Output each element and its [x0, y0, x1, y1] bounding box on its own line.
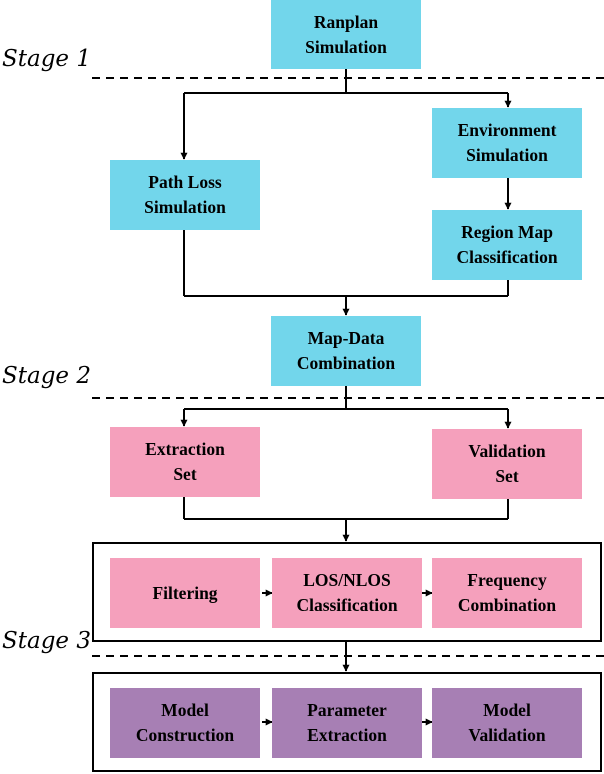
path-loss-simulation-label: Path Loss Simulation	[144, 172, 226, 217]
path-loss-simulation-box: Path Loss Simulation	[110, 160, 260, 230]
stage3-label: Stage 3	[2, 628, 91, 654]
model-validation-box: Model Validation	[432, 688, 582, 758]
environment-simulation-box: Environment Simulation	[432, 108, 582, 178]
extraction-set-box: Extraction Set	[110, 427, 260, 497]
extraction-set-label: Extraction Set	[145, 439, 225, 484]
environment-simulation-label: Environment Simulation	[457, 120, 557, 165]
frequency-combination-box: Frequency Combination	[432, 558, 582, 628]
preprocessing-frame	[92, 542, 602, 642]
los-nlos-classification-label: LOS/NLOS Classification	[296, 570, 398, 615]
stage1-label: Stage 1	[2, 46, 91, 72]
model-frame	[92, 672, 602, 772]
filtering-box: Filtering	[110, 558, 260, 628]
model-construction-label: Model Construction	[135, 700, 235, 745]
map-data-combination-box: Map-Data Combination	[271, 316, 421, 386]
ranplan-simulation-box: Ranplan Simulation	[271, 0, 421, 69]
filtering-label: Filtering	[152, 582, 218, 603]
parameter-extraction-box: Parameter Extraction	[272, 688, 422, 758]
los-nlos-classification-box: LOS/NLOS Classification	[272, 558, 422, 628]
model-construction-box: Model Construction	[110, 688, 260, 758]
map-data-combination-label: Map-Data Combination	[296, 328, 396, 373]
parameter-extraction-label: Parameter Extraction	[307, 700, 387, 745]
ranplan-simulation-label: Ranplan Simulation	[305, 11, 387, 57]
region-map-classification-box: Region Map Classification	[432, 210, 582, 280]
frequency-combination-label: Frequency Combination	[457, 570, 557, 615]
stage2-label: Stage 2	[2, 363, 91, 389]
validation-set-label: Validation Set	[468, 441, 546, 486]
model-validation-label: Model Validation	[468, 700, 546, 745]
validation-set-box: Validation Set	[432, 429, 582, 499]
region-map-classification-label: Region Map Classification	[456, 222, 558, 267]
